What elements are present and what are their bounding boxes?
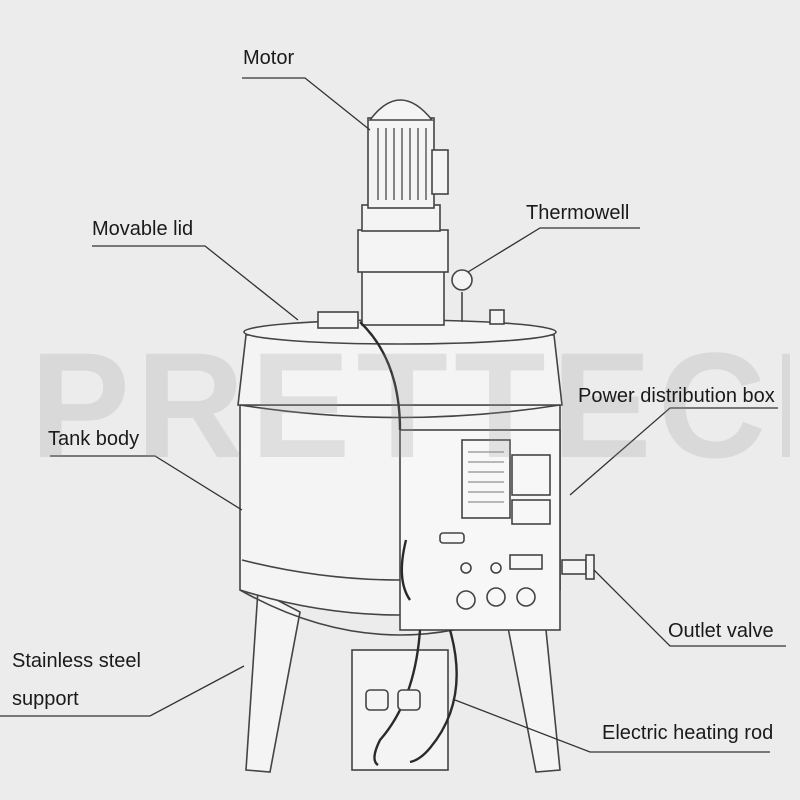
leader-lines: [0, 77, 786, 753]
label-electric-heating-rod: Electric heating rod: [602, 722, 774, 744]
control-panel-label: [461, 439, 511, 519]
motor-terminal-box: [431, 149, 449, 195]
leader-thermowell: [467, 227, 640, 273]
left-leg: [245, 588, 301, 773]
leader-support: [0, 665, 245, 717]
label-movable-lid: Movable lid: [92, 218, 194, 240]
heater-plug-left: [365, 689, 389, 711]
heater-plug-right: [397, 689, 421, 711]
reducer-base: [361, 269, 445, 326]
label-support-line2: support: [12, 688, 79, 710]
leader-motor: [242, 77, 371, 131]
heater-cable-left: [373, 629, 422, 767]
watermark-logo: PRETTECH: [30, 330, 790, 480]
label-outlet-valve: Outlet valve: [668, 620, 774, 642]
reducer-mid: [357, 229, 449, 273]
leader-power-box: [569, 407, 778, 496]
leader-tank-body: [50, 455, 243, 511]
motor-flange: [361, 204, 441, 232]
motor-cable: [359, 321, 402, 431]
label-thermowell: Thermowell: [526, 202, 630, 224]
motor-housing: [367, 117, 435, 209]
label-power-distribution-box: Power distribution box: [578, 385, 775, 407]
label-tank-body: Tank body: [48, 428, 140, 450]
leader-outlet-valve: [593, 569, 786, 647]
temperature-controller: [511, 454, 551, 496]
label-support-line1: Stainless steel: [12, 650, 141, 672]
heater-cable-right: [409, 629, 458, 764]
leader-heating-rod: [454, 699, 770, 753]
label-motor: Motor: [243, 47, 295, 69]
leader-movable-lid: [92, 245, 299, 321]
thermowell-gauge: [451, 269, 473, 291]
outlet-valve: [561, 559, 587, 575]
motor-cap: [368, 99, 434, 121]
